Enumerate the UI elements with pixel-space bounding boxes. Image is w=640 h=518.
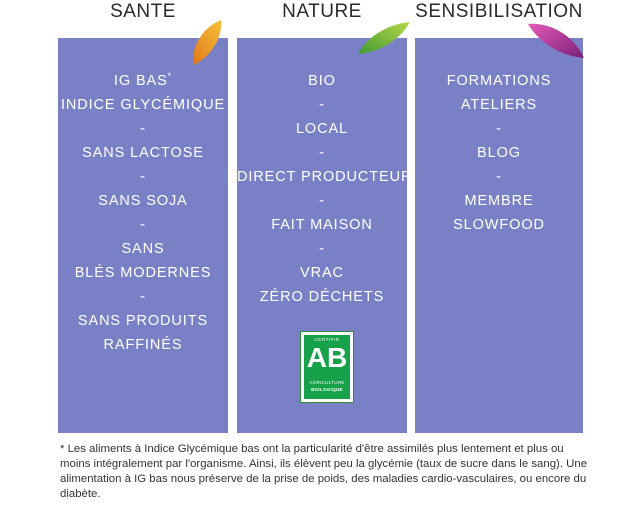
list-item: VRAC	[300, 265, 344, 281]
item-list: FORMATIONS ATELIERS - BLOG - MEMBRE SLOW…	[415, 38, 583, 237]
column-panel: IG BAS* INDICE GLYCÉMIQUE - SANS LACTOSE…	[58, 38, 228, 433]
ab-biologique-text: BIOLOGIQUE	[311, 387, 343, 392]
list-item: SANS PRODUITS	[77, 313, 209, 329]
list-item: -	[496, 121, 502, 137]
ab-organic-logo: CERTIFIÉ AB AGRICULTURE BIOLOGIQUE	[300, 331, 354, 403]
list-item: -	[140, 289, 146, 305]
asterisk-mark: *	[167, 71, 173, 81]
list-item: SANS LACTOSE	[82, 145, 204, 161]
purple-leaf-icon	[528, 23, 584, 59]
list-item: FAIT MAISON	[271, 217, 373, 233]
ab-logo-panel: CERTIFIÉ AB AGRICULTURE BIOLOGIQUE	[304, 335, 350, 399]
list-item: ATELIERS	[460, 97, 538, 113]
list-item: -	[319, 193, 325, 209]
ab-letters: AB	[306, 342, 348, 373]
list-item: SANS SOJA	[98, 193, 188, 209]
green-leaf-icon	[358, 22, 410, 54]
list-item: BLOG	[477, 145, 521, 161]
list-item: -	[496, 169, 502, 185]
ab-agriculture-text: AGRICULTURE	[309, 380, 345, 385]
column-panel: FORMATIONS ATELIERS - BLOG - MEMBRE SLOW…	[415, 38, 583, 433]
item-list: BIO - LOCAL - DIRECT PRODUCTEUR - FAIT M…	[237, 38, 413, 309]
list-item: -	[319, 145, 325, 161]
list-item: FORMATIONS	[446, 73, 552, 89]
list-item: -	[140, 121, 146, 137]
list-item: BLÉS MODERNES	[74, 265, 212, 281]
leaf-shape	[528, 23, 584, 59]
column-heading: SANTE	[110, 1, 176, 22]
list-item: MEMBRE	[464, 193, 534, 209]
item-list: IG BAS* INDICE GLYCÉMIQUE - SANS LACTOSE…	[58, 38, 228, 357]
column-heading: NATURE	[282, 1, 362, 22]
column-sante: SANTE IG BAS* INDICE GLYCÉMIQUE - SANS L…	[58, 0, 228, 433]
leaf-shape	[358, 22, 410, 54]
list-item: -	[140, 169, 146, 185]
list-item: SANS	[121, 241, 165, 257]
list-item: -	[140, 217, 146, 233]
list-item: INDICE GLYCÉMIQUE	[60, 97, 226, 113]
leaf-shape	[193, 20, 222, 65]
list-item: IG BAS*	[113, 71, 173, 89]
orange-leaf-icon	[193, 20, 222, 65]
list-item: RAFFINÉS	[103, 337, 183, 353]
list-item: ZÉRO DÉCHETS	[259, 289, 385, 305]
list-item: DIRECT PRODUCTEUR	[237, 169, 413, 185]
list-item: -	[319, 97, 325, 113]
list-item: LOCAL	[295, 121, 349, 137]
list-item: BIO	[308, 73, 336, 89]
list-item: -	[319, 241, 325, 257]
column-heading: SENSIBILISATION	[415, 1, 583, 22]
ab-certified-text: CERTIFIÉ	[314, 337, 340, 342]
column-sensibilisation: SENSIBILISATION FORMATIONS ATELIERS - BL…	[415, 0, 583, 433]
list-item: SLOWFOOD	[453, 217, 545, 233]
footnote: * Les aliments à Indice Glycémique bas o…	[60, 443, 588, 500]
